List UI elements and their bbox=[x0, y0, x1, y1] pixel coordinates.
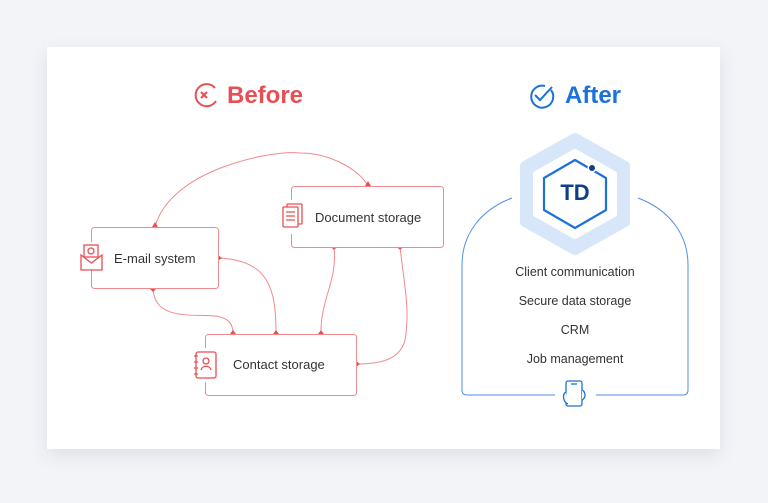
after-panel-outline bbox=[461, 197, 689, 396]
feature-item: Job management bbox=[526, 352, 624, 366]
mobile-phone-icon bbox=[562, 380, 586, 407]
logo-text: TD bbox=[560, 180, 590, 205]
email-icon bbox=[80, 242, 103, 271]
after-title: After bbox=[565, 82, 622, 109]
before-title: Before bbox=[227, 82, 304, 109]
feature-item: Client communication bbox=[515, 265, 635, 279]
connector-document-contact-1 bbox=[320, 246, 336, 335]
connector-email-contact-1 bbox=[217, 257, 277, 335]
td-logo bbox=[520, 133, 630, 255]
feature-item: Secure data storage bbox=[518, 294, 632, 308]
documents-icon bbox=[280, 200, 304, 234]
document-storage-label: Document storage bbox=[315, 210, 422, 225]
contacts-book-icon bbox=[193, 348, 217, 382]
connector-email-contact-2 bbox=[152, 288, 234, 335]
check-circle-icon bbox=[530, 84, 555, 109]
email-system-label: E-mail system bbox=[114, 251, 196, 266]
x-circle-icon bbox=[194, 83, 217, 108]
feature-item: CRM bbox=[560, 323, 590, 337]
connector-document-contact-2 bbox=[355, 246, 408, 365]
contact-storage-label: Contact storage bbox=[233, 357, 325, 372]
connector-email-document bbox=[154, 152, 369, 228]
